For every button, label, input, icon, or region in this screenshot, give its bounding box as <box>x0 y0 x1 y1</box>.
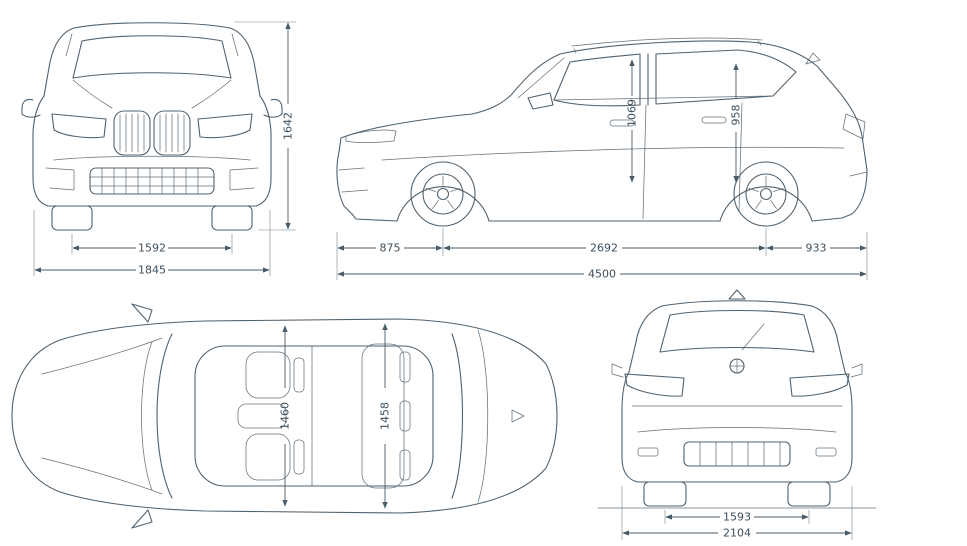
side-dimensions: 1069 958 875 2692 933 4500 <box>336 59 868 281</box>
rear-width-dim-label: 2104 <box>723 527 751 540</box>
right-headlight <box>197 113 253 139</box>
overall-length-label: 4500 <box>588 268 616 281</box>
right-mirror <box>263 98 283 118</box>
rear-wheel-arch <box>719 186 813 222</box>
front-dimensions: 1642 1592 1845 <box>33 21 296 277</box>
antenna-fin <box>511 409 525 423</box>
panoramic-roof <box>194 345 434 487</box>
front-interior-width-label: 1460 <box>279 402 292 430</box>
rear-interior-height-label: 958 <box>730 105 743 126</box>
rear-view-drawing: 1593 2104 <box>597 289 877 540</box>
rear-diffuser <box>683 441 791 467</box>
top-dimensions: 1460 1458 <box>279 323 392 509</box>
rear-right-tire <box>787 481 831 507</box>
side-view-drawing: 1069 958 875 2692 933 4500 <box>336 37 868 281</box>
wheelbase-label: 2692 <box>590 242 618 255</box>
windshield <box>72 35 232 79</box>
left-taillight <box>624 373 685 397</box>
front-interior-height-label: 1069 <box>626 99 639 127</box>
rear-car-body <box>597 289 877 509</box>
intake-mesh <box>89 167 215 195</box>
front-door-handle <box>609 119 635 127</box>
rear-window <box>659 309 815 353</box>
rear-wiper <box>741 323 765 351</box>
right-mirror <box>131 509 153 529</box>
left-mirror <box>131 303 153 323</box>
grille-bars <box>119 113 185 153</box>
left-mirror <box>21 98 41 118</box>
taillight <box>842 113 866 140</box>
hood-creases <box>41 337 163 495</box>
front-left-tire <box>51 205 93 231</box>
rear-door-handle <box>701 116 727 124</box>
front-wheel-arch <box>396 186 490 222</box>
rear-left-tire <box>643 481 687 507</box>
front-door-glass <box>553 53 641 107</box>
side-mirror <box>527 92 554 110</box>
kidney-grille-right <box>153 110 191 156</box>
left-reflector <box>637 447 659 457</box>
roof-rails <box>65 33 239 57</box>
left-headlight <box>51 113 107 139</box>
rear-interior-width-label: 1458 <box>379 402 392 430</box>
seats <box>237 343 411 489</box>
front-track-dim-label: 1592 <box>138 242 166 255</box>
side-car-body <box>336 37 868 222</box>
kidney-grille-left <box>113 110 151 156</box>
door-cut-lines <box>642 102 743 220</box>
rear-track-dim-label: 1593 <box>723 511 751 524</box>
front-view-drawing: 1642 1592 1845 <box>21 21 296 277</box>
front-height-dim-label: 1642 <box>282 112 295 140</box>
wheel-spokes <box>425 175 461 209</box>
front-right-tire <box>211 205 253 231</box>
top-view-drawing: 1460 1458 <box>11 303 558 529</box>
headlight <box>345 129 397 143</box>
front-width-dim-label: 1845 <box>138 264 166 277</box>
lower-intake <box>89 167 215 195</box>
rear-door-glass <box>655 49 797 105</box>
wheel-spokes <box>748 175 784 209</box>
roof-rail <box>571 37 763 54</box>
antenna-fin <box>805 52 821 65</box>
rear-window-line <box>451 333 464 499</box>
right-reflector <box>815 447 837 457</box>
rear-overhang-label: 933 <box>806 242 827 255</box>
front-car-body <box>21 22 283 231</box>
front-overhang-label: 875 <box>380 242 401 255</box>
windshield-line <box>156 333 173 499</box>
right-taillight <box>789 373 850 397</box>
antenna-fin <box>728 289 746 300</box>
rear-dimensions: 1593 2104 <box>621 486 853 540</box>
side-rear-wheel <box>733 161 799 227</box>
side-front-wheel <box>410 161 476 227</box>
top-car-body <box>11 303 558 529</box>
